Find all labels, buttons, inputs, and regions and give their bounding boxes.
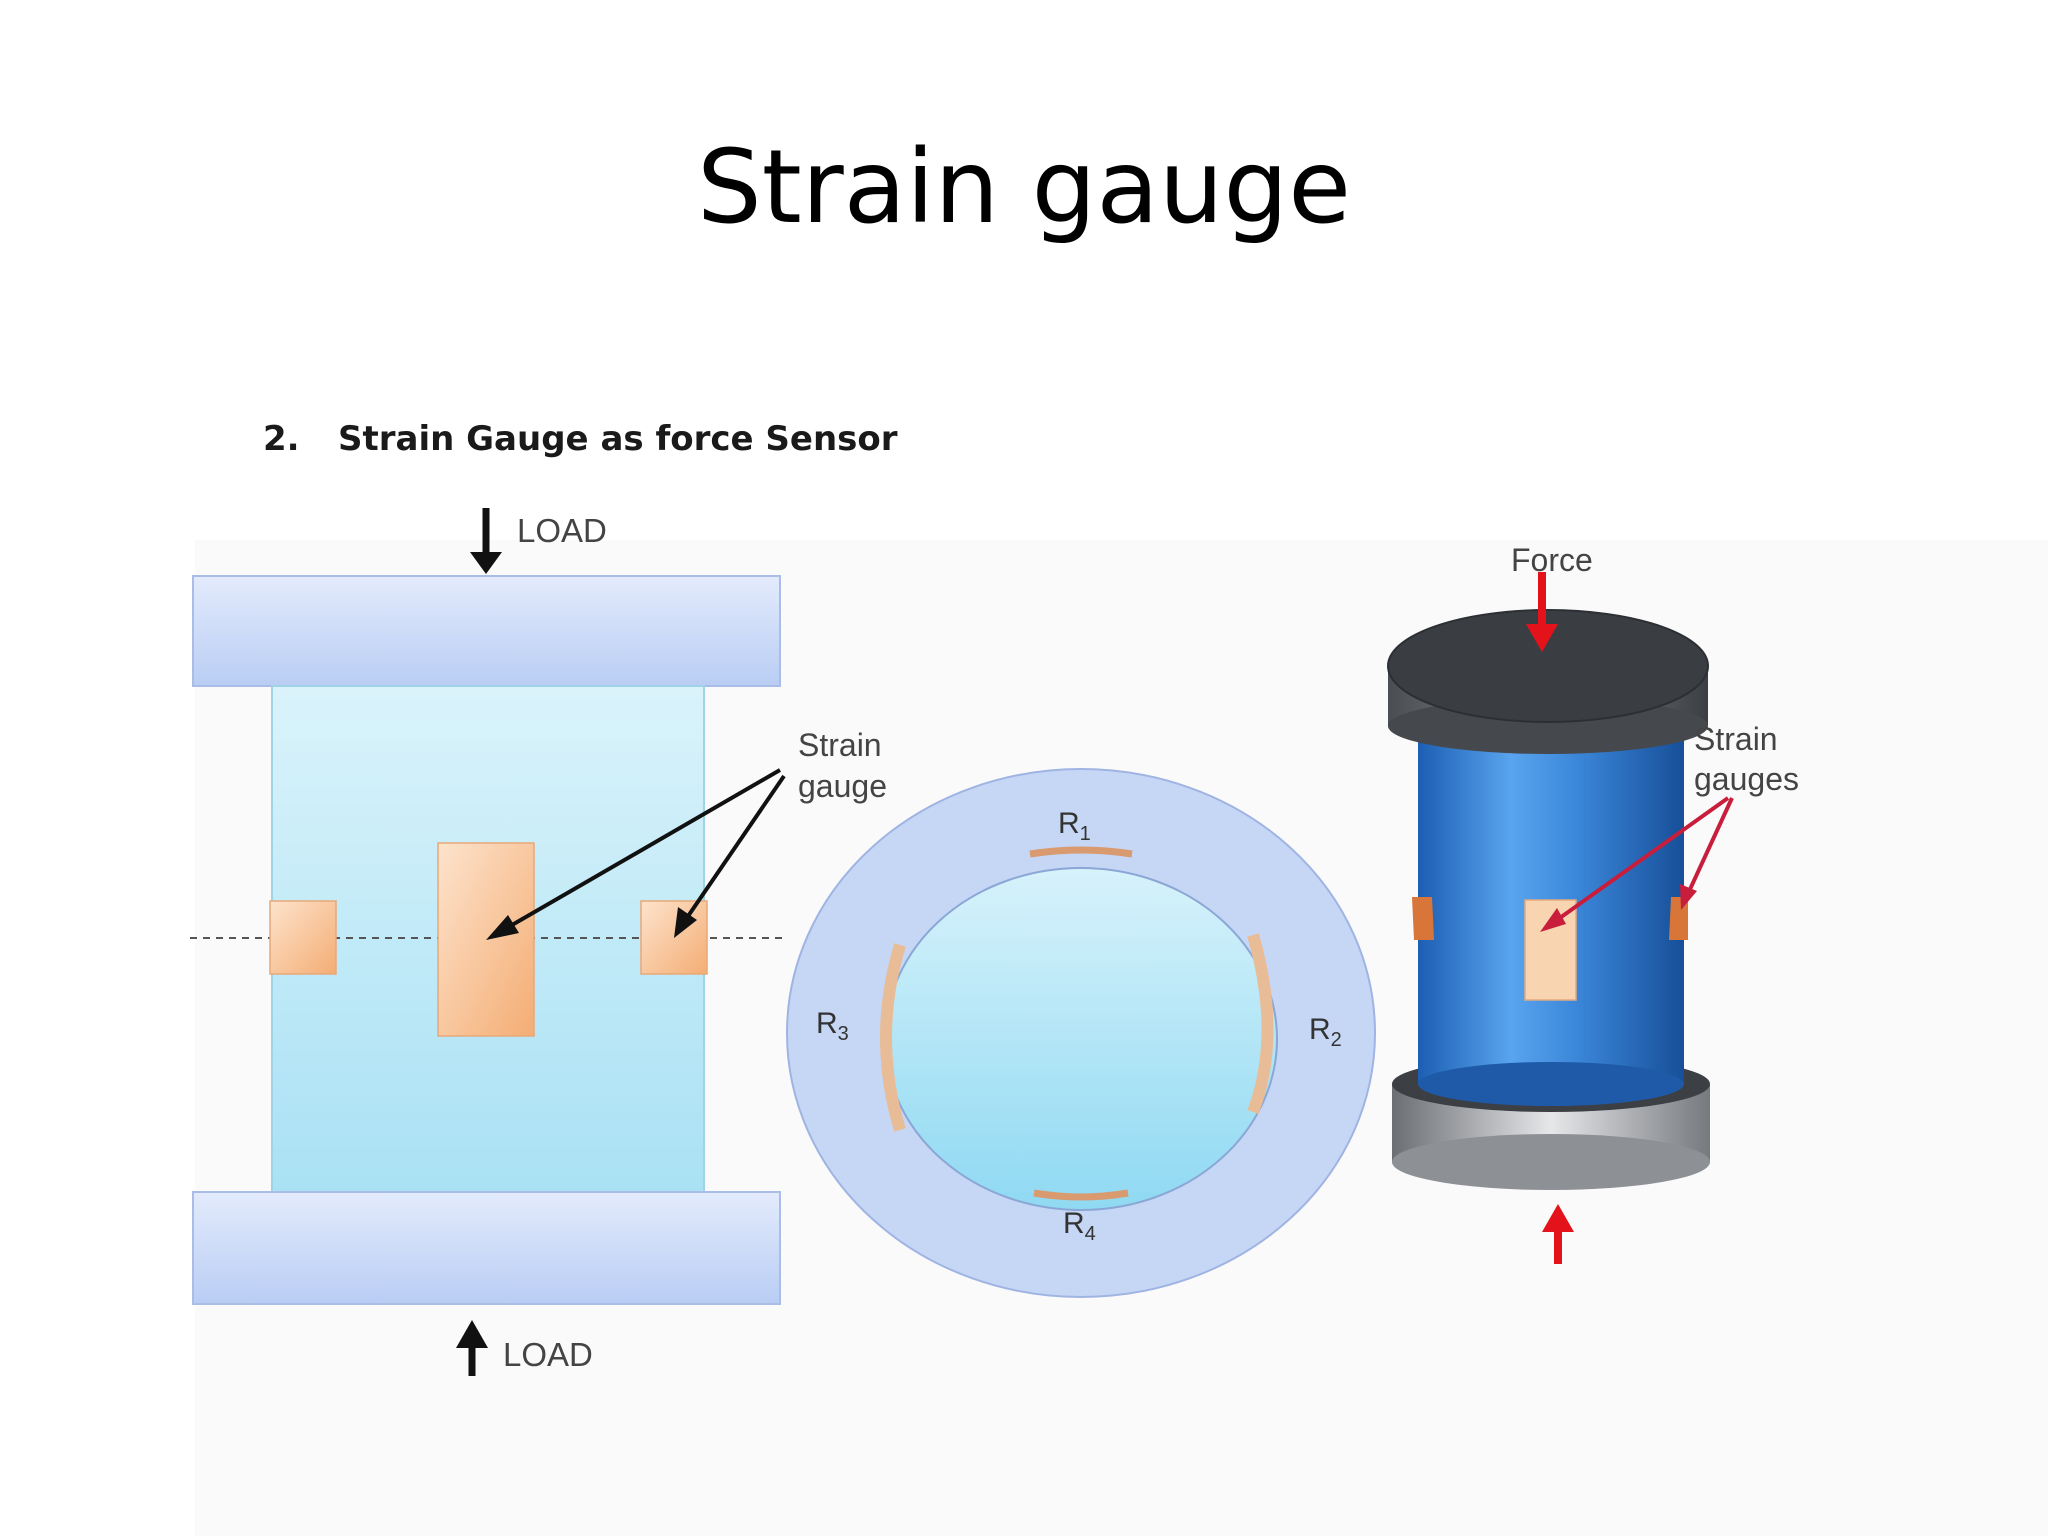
cylinder-gauge-front — [1524, 899, 1577, 1001]
load-label-bottom: LOAD — [503, 1336, 593, 1373]
cylinder-body-bottom — [1418, 1062, 1684, 1106]
cylinder-gauge-left — [1412, 897, 1434, 940]
pointer-to-right-gauge-head — [1680, 884, 1697, 910]
strain-gauges-label-line1: Strain — [1694, 721, 1778, 757]
gauge-r3 — [880, 943, 906, 1132]
force-label: Force — [1511, 542, 1593, 578]
gauge-r1 — [1029, 846, 1133, 858]
label-r4: R4 — [1063, 1207, 1096, 1245]
label-r1: R1 — [1058, 807, 1091, 845]
force-arrow-bottom-head — [1542, 1204, 1574, 1232]
strain-gauge-right — [640, 900, 708, 975]
top-cap-face — [1387, 609, 1709, 723]
strain-gauge-label-line2: gauge — [798, 768, 887, 804]
load-label-top: LOAD — [517, 512, 607, 549]
pointer-to-front-gauge-head — [1540, 908, 1566, 932]
top-plate — [192, 575, 781, 687]
load-cell-side-view: LOAD Strain gauge LOAD — [190, 508, 887, 1376]
label-r3: R3 — [816, 1007, 849, 1045]
gauge-r4 — [1033, 1189, 1129, 1201]
figure-caption-number: 2. — [263, 419, 300, 459]
bottom-cap-base — [1392, 1134, 1710, 1190]
force-arrow-top-head — [1526, 624, 1558, 652]
pointer-arrow-right — [680, 774, 786, 927]
pointer-arrow-center-head — [486, 915, 519, 940]
pointer-to-front-gauge — [1548, 796, 1730, 927]
pointer-arrow-right-head — [674, 907, 697, 938]
strain-gauge-center — [437, 842, 535, 1037]
figure-caption-text: Strain Gauge as force Sensor — [338, 419, 898, 459]
cylinder-gauge-right — [1669, 897, 1688, 940]
ring-cross-section: R1 R2 R3 R4 — [786, 768, 1376, 1298]
load-arrow-bottom-head — [456, 1320, 488, 1348]
strain-gauge-left — [269, 900, 337, 975]
bottom-plate — [192, 1191, 781, 1305]
cylinder-load-cell: Force Strain gauges — [1387, 542, 1799, 1264]
inner-bore — [884, 867, 1278, 1211]
pointer-arrow-center — [498, 768, 782, 934]
strain-gauge-label-line1: Strain — [798, 727, 882, 763]
strain-gauges-label-line2: gauges — [1694, 761, 1799, 797]
load-arrow-top-head — [470, 552, 502, 574]
label-r2: R2 — [1309, 1013, 1342, 1051]
gauge-r2 — [1247, 933, 1274, 1115]
slide-title: Strain gauge — [697, 128, 1351, 247]
pointer-to-right-gauge — [1684, 797, 1734, 899]
